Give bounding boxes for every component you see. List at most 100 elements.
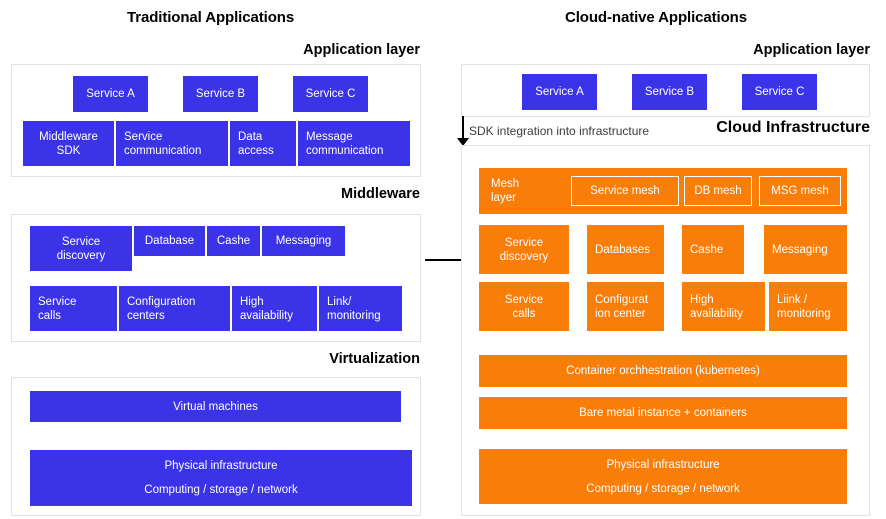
- right-service-discovery-line2: discovery: [499, 250, 549, 263]
- container-orchestration-label: Container orchhestration (kubernetes): [566, 365, 760, 377]
- left-data-access-box[interactable]: Data access: [230, 121, 296, 166]
- mesh-layer-title: Mesh layer: [491, 177, 519, 205]
- left-virtualization-panel: Virtual machines Physical infrastructure…: [11, 377, 421, 516]
- right-service-b-label: Service B: [644, 86, 695, 98]
- mesh-layer-title-line1: Mesh: [491, 178, 520, 190]
- bare-metal-box[interactable]: Bare metal instance + containers: [479, 397, 847, 429]
- left-label-virtualization: Virtualization: [329, 351, 420, 367]
- right-physical-infrastructure-line2: Computing / storage / network: [586, 482, 740, 495]
- left-link-monitoring-line2: monitoring: [327, 309, 381, 322]
- left-service-discovery-line1: Service: [61, 235, 101, 248]
- left-data-access-line2: access: [238, 144, 274, 157]
- right-configuration-center-box[interactable]: Configurat ion center: [587, 282, 664, 331]
- right-service-calls-box[interactable]: Service calls: [479, 282, 569, 331]
- right-high-availability-box[interactable]: High availability: [682, 282, 765, 331]
- left-configuration-centers-line2: centers: [127, 309, 165, 322]
- left-service-a-box[interactable]: Service A: [73, 76, 148, 112]
- left-data-access-line1: Data: [238, 130, 263, 143]
- right-label-cloud-infrastructure: Cloud Infrastructure: [716, 119, 870, 136]
- right-service-discovery-box[interactable]: Service discovery: [479, 225, 569, 274]
- left-service-discovery-box[interactable]: Service discovery: [30, 226, 132, 271]
- left-service-calls-line2: calls: [38, 309, 62, 322]
- mesh-layer-box[interactable]: Mesh layer Service mesh DB mesh MSG mesh: [479, 168, 847, 214]
- left-service-c-box[interactable]: Service C: [293, 76, 368, 112]
- sdk-integration-arrow-icon: [457, 116, 469, 146]
- left-label-middleware: Middleware: [341, 186, 420, 202]
- right-column-title: Cloud-native Applications: [565, 9, 747, 26]
- db-mesh-box[interactable]: DB mesh: [684, 176, 752, 206]
- service-mesh-label: Service mesh: [590, 185, 660, 197]
- mesh-layer-title-line2: layer: [491, 192, 516, 204]
- left-link-monitoring-box[interactable]: Link/ monitoring: [319, 286, 402, 331]
- left-middleware-sdk-box[interactable]: Middleware SDK: [23, 121, 114, 166]
- left-configuration-centers-line1: Configuration: [127, 295, 196, 308]
- right-high-availability-line2: availability: [690, 307, 744, 320]
- left-messaging-label: Messaging: [275, 235, 332, 247]
- right-label-application-layer: Application layer: [753, 42, 870, 58]
- left-physical-infrastructure-line2: Computing / storage / network: [144, 484, 298, 496]
- left-configuration-centers-box[interactable]: Configuration centers: [119, 286, 230, 331]
- right-cashe-box[interactable]: Cashe: [682, 225, 744, 274]
- right-physical-infrastructure-line1: Physical infrastructure: [606, 458, 720, 471]
- left-physical-infrastructure-box[interactable]: Physical infrastructure Computing / stor…: [30, 450, 412, 506]
- left-service-calls-box[interactable]: Service calls: [30, 286, 117, 331]
- left-service-discovery-line2: discovery: [56, 249, 106, 262]
- container-orchestration-box[interactable]: Container orchhestration (kubernetes): [479, 355, 847, 387]
- right-link-monitoring-box[interactable]: Liink / monitoring: [769, 282, 847, 331]
- db-mesh-label: DB mesh: [694, 185, 742, 197]
- right-service-calls-line2: calls: [512, 307, 536, 320]
- left-high-availability-line1: High: [240, 295, 264, 308]
- right-service-a-label: Service A: [535, 86, 584, 98]
- left-service-communication-box[interactable]: Service communication: [116, 121, 228, 166]
- left-message-communication-line2: communication: [306, 144, 384, 157]
- right-configuration-center-line1: Configurat: [595, 293, 649, 306]
- right-service-a-box[interactable]: Service A: [522, 74, 597, 110]
- left-database-box[interactable]: Database: [134, 226, 205, 256]
- right-cloud-infrastructure-panel: Mesh layer Service mesh DB mesh MSG mesh…: [461, 145, 870, 516]
- left-message-communication-line1: Message: [306, 130, 353, 143]
- left-messaging-box[interactable]: Messaging: [262, 226, 345, 256]
- right-physical-infrastructure-box[interactable]: Physical infrastructure Computing / stor…: [479, 449, 847, 504]
- right-service-c-label: Service C: [754, 86, 805, 98]
- left-service-communication-line1: Service: [124, 130, 163, 143]
- left-service-b-box[interactable]: Service B: [183, 76, 258, 112]
- left-middleware-panel: Service discovery Database Cashe Messagi…: [11, 214, 421, 342]
- left-cashe-label: Cashe: [216, 235, 251, 247]
- right-databases-box[interactable]: Databases: [587, 225, 664, 274]
- right-high-availability-line1: High: [690, 293, 714, 306]
- left-middleware-sdk-line1: Middleware: [39, 130, 98, 143]
- left-physical-infrastructure-line1: Physical infrastructure: [164, 460, 278, 472]
- left-middleware-sdk-line2: SDK: [56, 144, 81, 157]
- left-message-communication-box[interactable]: Message communication: [298, 121, 410, 166]
- right-service-b-box[interactable]: Service B: [632, 74, 707, 110]
- left-database-label: Database: [144, 235, 195, 247]
- left-high-availability-box[interactable]: High availability: [232, 286, 317, 331]
- sdk-integration-note: SDK integration into infrastructure: [469, 124, 650, 138]
- right-link-monitoring-line1: Liink /: [777, 293, 808, 306]
- right-messaging-box[interactable]: Messaging: [764, 225, 847, 274]
- left-virtual-machines-label: Virtual machines: [173, 400, 258, 413]
- left-cashe-box[interactable]: Cashe: [207, 226, 260, 256]
- right-application-layer-panel: Service A Service B Service C: [461, 64, 870, 117]
- right-service-calls-line1: Service: [504, 293, 544, 306]
- left-service-calls-line1: Service: [38, 295, 77, 308]
- left-service-a-label: Service A: [86, 88, 135, 100]
- left-service-b-label: Service B: [195, 88, 246, 100]
- right-service-c-box[interactable]: Service C: [742, 74, 817, 110]
- left-high-availability-line2: availability: [240, 309, 294, 322]
- left-application-layer-panel: Service A Service B Service C Middleware…: [11, 64, 421, 177]
- right-cashe-label: Cashe: [690, 243, 724, 256]
- left-service-c-label: Service C: [305, 88, 356, 100]
- msg-mesh-label: MSG mesh: [771, 185, 829, 197]
- service-mesh-box[interactable]: Service mesh: [571, 176, 679, 206]
- right-messaging-label: Messaging: [772, 243, 828, 256]
- right-configuration-center-line2: ion center: [595, 307, 646, 320]
- msg-mesh-box[interactable]: MSG mesh: [759, 176, 841, 206]
- left-service-communication-line2: communication: [124, 144, 202, 157]
- left-virtual-machines-box[interactable]: Virtual machines: [30, 391, 401, 422]
- bare-metal-label: Bare metal instance + containers: [579, 407, 747, 419]
- right-link-monitoring-line2: monitoring: [777, 307, 831, 320]
- left-link-monitoring-line1: Link/: [327, 295, 352, 308]
- left-label-application-layer: Application layer: [303, 42, 420, 58]
